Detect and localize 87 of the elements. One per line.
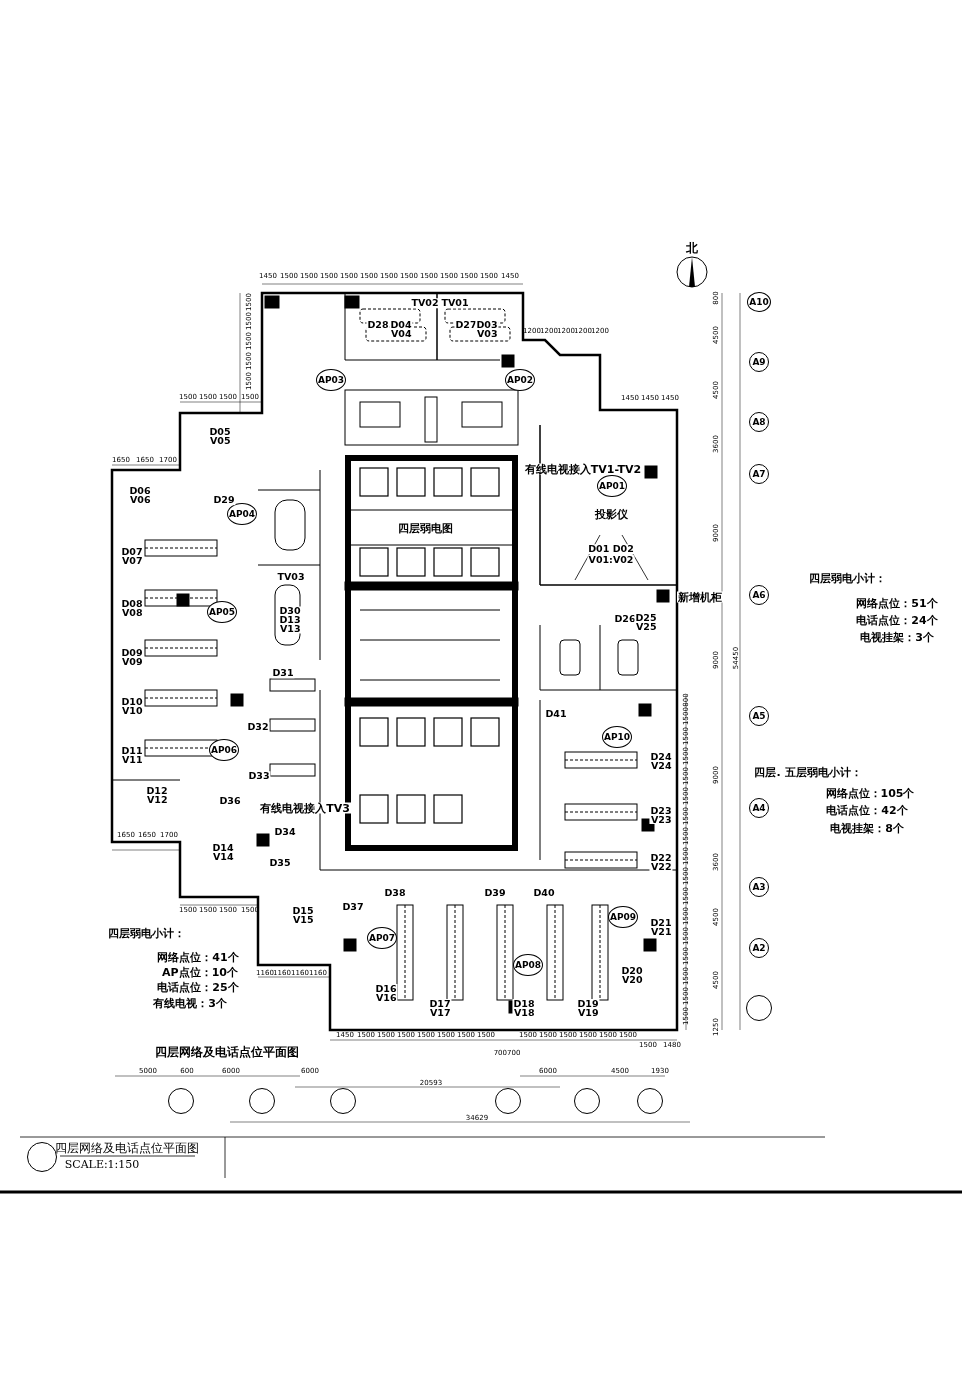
axis-bubble: A6: [749, 585, 769, 605]
outlet-tag: D39: [483, 888, 507, 898]
axis-bubble: A8: [749, 412, 769, 432]
outlet-tag: TV01: [440, 298, 470, 308]
outlet-tag: D10 V10: [120, 697, 144, 715]
summary-line: AP点位：10个: [162, 966, 238, 978]
access-point-bubble: AP03: [316, 369, 346, 391]
summary-line: 网络点位：51个: [856, 597, 938, 609]
outlet-tag: D19 V19: [576, 999, 600, 1017]
access-point-bubble: AP09: [608, 906, 638, 928]
outlet-tag: D35: [268, 858, 292, 868]
axis-bubble: A5: [749, 706, 769, 726]
axis-bubble: A10: [747, 292, 771, 312]
drawing-title: 四层网络及电话点位平面图: [55, 1142, 199, 1154]
outlet-tag: D29: [212, 495, 236, 505]
outlet-tag: D28: [366, 320, 390, 330]
outlet-tag: D01 D02: [587, 544, 635, 554]
outlet-tag: D11 V11: [120, 746, 144, 764]
axis-bubble: [495, 1088, 521, 1114]
outlet-tag: D40: [532, 888, 556, 898]
plan-caption: 四层网络及电话点位平面图: [155, 1046, 299, 1058]
axis-bubble: A9: [749, 352, 769, 372]
equipment-label: 投影仪: [593, 508, 629, 520]
outlet-tag: TV03: [276, 572, 306, 582]
outlet-tag: D34: [273, 827, 297, 837]
outlet-tag: D36: [218, 796, 242, 806]
access-point-bubble: AP04: [227, 503, 257, 525]
outlet-tag: D33: [247, 771, 271, 781]
outlet-tag: D30 D13 V13: [278, 606, 302, 634]
outlet-tag: D06 V06: [128, 486, 152, 504]
summary-line: 电话点位：24个: [856, 614, 938, 626]
outlet-tag: D17 V17: [428, 999, 452, 1017]
outlet-tag: D32: [246, 722, 270, 732]
outlet-tag: D07 V07: [120, 547, 144, 565]
access-point-bubble: AP01: [597, 475, 627, 497]
summary-line: 电话点位：42个: [826, 804, 908, 816]
outlet-tag: TV02: [410, 298, 440, 308]
summary-line: 电话点位：25个: [157, 981, 239, 993]
axis-bubble: [637, 1088, 663, 1114]
axis-bubble: [746, 995, 772, 1021]
outlet-tag: D04 V04: [389, 320, 413, 338]
summary-heading: 四层. 五层弱电小计：: [754, 766, 862, 778]
access-point-bubble: AP05: [207, 601, 237, 623]
equipment-label: 新增机柜: [677, 591, 723, 603]
axis-bubble: [330, 1088, 356, 1114]
equipment-label: 四层弱电图: [396, 522, 454, 534]
outlet-tag: D23 V23: [649, 806, 673, 824]
summary-line: 电视挂架：8个: [830, 822, 904, 834]
outlet-tag: V01:V02: [587, 555, 635, 565]
summary-line: 电视挂架：3个: [860, 631, 934, 643]
outlet-tag: D41: [544, 709, 568, 719]
outlet-tag: D15 V15: [291, 906, 315, 924]
axis-bubble: [168, 1088, 194, 1114]
outlet-tag: D22 V22: [649, 853, 673, 871]
equipment-label: 有线电视接入TV3: [259, 802, 351, 814]
access-point-bubble: AP10: [602, 726, 632, 748]
outlet-tag: D24 V24: [649, 752, 673, 770]
summary-line: 有线电视：3个: [153, 997, 227, 1009]
outlet-tag: D08 V08: [120, 599, 144, 617]
outlet-tag: D31: [271, 668, 295, 678]
drawing-number-bubble: [27, 1142, 57, 1172]
north-label: 北: [686, 242, 698, 254]
outlet-tag: D37: [341, 902, 365, 912]
access-point-bubble: AP08: [513, 954, 543, 976]
outlet-tag: D09 V09: [120, 648, 144, 666]
access-point-bubble: AP07: [367, 927, 397, 949]
summary-heading: 四层弱电小计：: [107, 927, 185, 939]
summary-heading: 四层弱电小计：: [808, 572, 886, 584]
outlet-tag: D16 V16: [374, 984, 398, 1002]
outlet-tag: D14 V14: [211, 843, 235, 861]
outlet-tag: D38: [383, 888, 407, 898]
access-point-bubble: AP06: [209, 739, 239, 761]
axis-bubble: [249, 1088, 275, 1114]
summary-line: 网络点位：41个: [157, 951, 239, 963]
axis-bubble: [574, 1088, 600, 1114]
outlet-tag: D20 V20: [620, 966, 644, 984]
outlet-tag: D05 V05: [208, 427, 232, 445]
axis-bubble: A4: [749, 798, 769, 818]
outlet-tag: D12 V12: [145, 786, 169, 804]
axis-bubble: A7: [749, 464, 769, 484]
axis-bubble: A2: [749, 938, 769, 958]
summary-line: 网络点位：105个: [825, 787, 915, 799]
outlet-tag: D21 V21: [649, 918, 673, 936]
axis-bubble: A3: [749, 877, 769, 897]
outlet-tag: D18 V18: [512, 999, 536, 1017]
equipment-label: 有线电视接入TV1-TV2: [523, 463, 643, 475]
access-point-bubble: AP02: [505, 369, 535, 391]
